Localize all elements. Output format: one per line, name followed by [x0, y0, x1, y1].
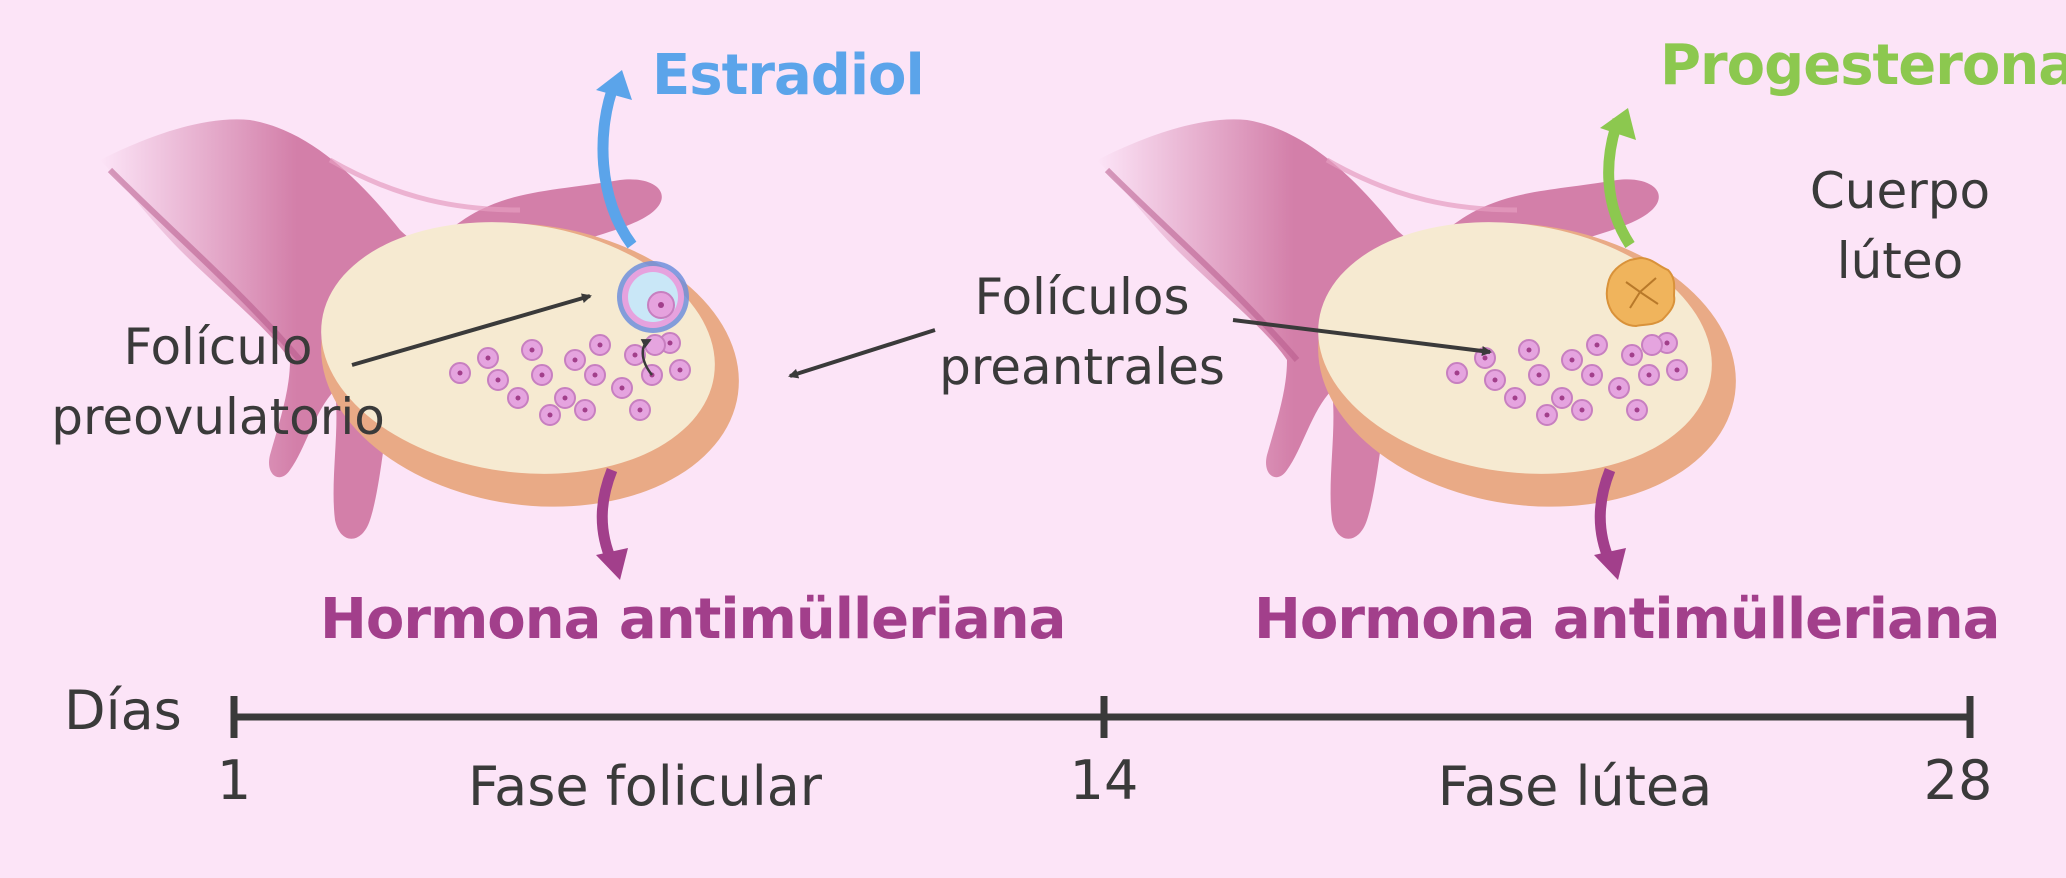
timeline-tick-28: 28	[1923, 749, 1993, 812]
corpus-luteum-label-line2: lúteo	[1836, 232, 1964, 290]
pointer-preantral-right	[1232, 318, 1492, 356]
corpus-luteum	[1605, 256, 1676, 328]
timeline-tick-1: 1	[216, 749, 252, 812]
amh-label-left: Hormona antimülleriana	[320, 587, 1066, 652]
corpus-luteum-label-line1: Cuerpo	[1809, 162, 1991, 220]
phase-luteal-label: Fase lútea	[1437, 755, 1713, 818]
pointer-preantral-left	[788, 328, 936, 379]
estradiol-arrow	[597, 79, 637, 249]
estradiol-label: Estradiol	[652, 43, 925, 108]
preovulatory-label-line1: Folículo	[123, 318, 313, 376]
amh-arrow-left	[596, 467, 618, 565]
timeline-axis-label: Días	[64, 679, 182, 742]
preovulatory-follicle	[617, 261, 689, 333]
progesterone-label: Progesterona	[1660, 33, 2066, 98]
timeline-axis	[230, 696, 1974, 738]
ovary-follicular	[100, 119, 757, 538]
ovary-luteal	[1097, 119, 1754, 538]
phase-follicular-label: Fase folicular	[468, 755, 822, 818]
preantral-label-line2: preantrales	[939, 338, 1225, 396]
preovulatory-label-line2: preovulatorio	[51, 388, 385, 446]
progesterone-arrow	[1603, 118, 1635, 248]
preantral-label-line1: Folículos	[974, 268, 1190, 326]
pointer-preovulatory	[351, 293, 592, 367]
timeline-tick-14: 14	[1069, 749, 1139, 812]
amh-arrow-right	[1594, 467, 1616, 565]
amh-label-right: Hormona antimülleriana	[1254, 587, 2000, 652]
